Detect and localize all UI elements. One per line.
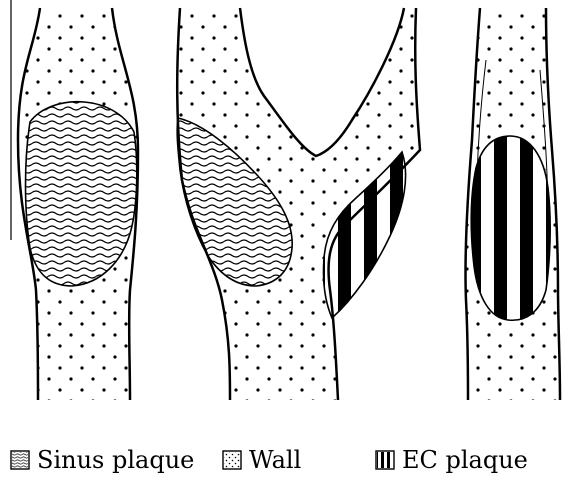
legend-label-wall: Wall — [249, 448, 301, 472]
legend-label-ec: EC plaque — [402, 448, 528, 472]
vessel-plaque-diagram — [0, 0, 573, 405]
legend-label-sinus: Sinus plaque — [37, 448, 194, 472]
dots-swatch-icon — [222, 450, 242, 470]
vertical-stripes-swatch-icon — [375, 450, 395, 470]
legend-item-sinus: Sinus plaque — [10, 444, 194, 476]
vessel-bifurcation — [177, 8, 420, 400]
legend-item-wall: Wall — [222, 444, 301, 476]
vessel-straight — [18, 8, 138, 400]
vessel-ec — [465, 8, 560, 400]
legend: Sinus plaque Wall EC plaque — [0, 438, 573, 482]
wavy-lines-swatch-icon — [10, 450, 30, 470]
legend-item-ec: EC plaque — [375, 444, 528, 476]
